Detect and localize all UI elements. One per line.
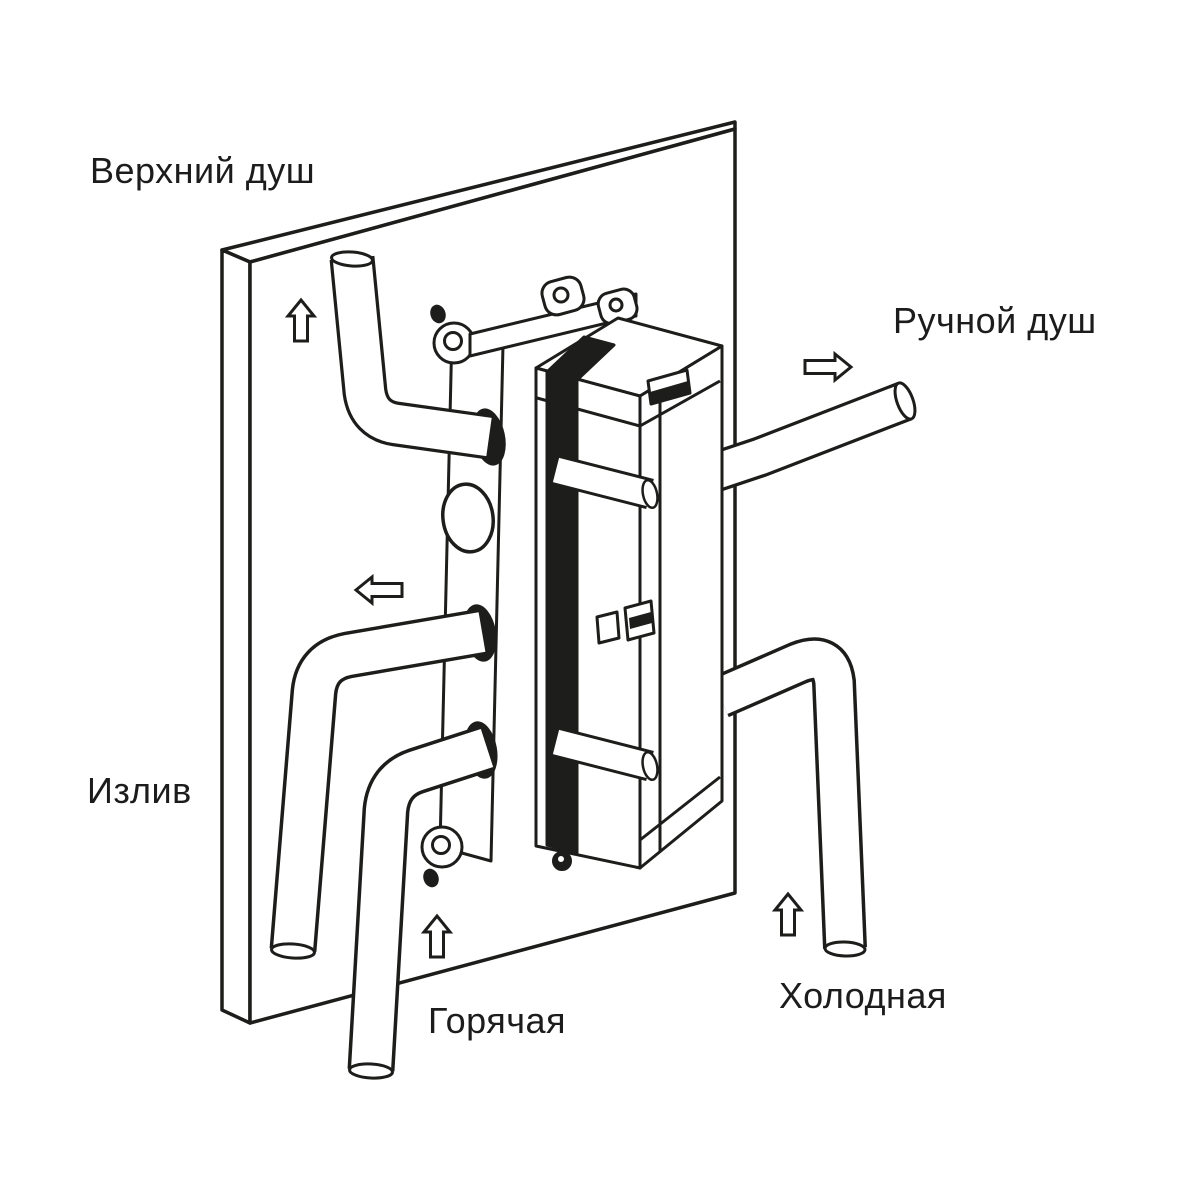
plate-top-tab-hole — [443, 331, 463, 351]
hot-pipe-cap — [348, 1062, 394, 1080]
valve-body — [534, 316, 724, 871]
hand-shower-pipe-cap — [893, 381, 917, 421]
label-hot: Горячая — [428, 1000, 566, 1041]
valve-mid-clip-small — [595, 610, 621, 645]
valve-strap-front — [545, 370, 579, 855]
label-top-shower: Верхний душ — [90, 150, 315, 191]
hot-pipe-fill — [351, 728, 494, 1072]
valve-mid-clip-dark — [629, 612, 652, 629]
cold-pipe-fill — [712, 640, 864, 949]
bracket-lug-left-screw — [552, 286, 570, 304]
label-hand-shower: Ручной душ — [893, 300, 1097, 341]
label-spout: Излив — [87, 770, 192, 811]
plate-top-screw — [430, 304, 446, 324]
cold-pipe — [711, 637, 867, 958]
valve-knob-oval — [441, 482, 495, 554]
stub-upper-fill — [552, 457, 654, 507]
labels: Верхний душ Ручной душ Излив Горячая Хол… — [87, 150, 1097, 1041]
valve-connection-stubs — [552, 454, 659, 782]
valve-flag-clip-dark — [650, 381, 690, 403]
cold-pipe-cap — [823, 940, 867, 958]
hot-arrow-up-icon — [420, 913, 454, 959]
valve-lid-seam-right — [639, 379, 721, 428]
top-shower-pipe-cap — [330, 250, 374, 268]
wall-panel-left-edge — [220, 248, 252, 1025]
valve-top-bracket — [468, 275, 639, 358]
bracket-lug-right-screw — [608, 297, 624, 313]
plate-bottom-tab-hole — [431, 835, 451, 855]
spout-pipe — [269, 608, 486, 960]
hand-shower-arrow-right-icon — [803, 350, 854, 384]
cold-arrow-up-icon — [771, 891, 805, 937]
flow-arrows — [284, 297, 854, 959]
spout-pipe-fill — [273, 612, 486, 952]
stub-lower-fill — [552, 729, 654, 779]
strap-bottom-screw-center — [558, 856, 564, 862]
plate-bottom-screw — [423, 868, 439, 888]
top-shower-pipe — [329, 250, 493, 460]
stub-upper-cap — [641, 478, 659, 510]
spout-arrow-left-icon — [353, 573, 404, 607]
label-cold: Холодная — [779, 975, 947, 1016]
valve-bottom-seam-right — [639, 775, 721, 842]
spout-pipe-cap — [270, 942, 316, 960]
top-shower-pipe-fill — [332, 256, 492, 457]
stub-lower-cap — [641, 750, 659, 782]
top-shower-arrow-up-icon — [284, 297, 318, 343]
hot-pipe — [347, 725, 495, 1080]
